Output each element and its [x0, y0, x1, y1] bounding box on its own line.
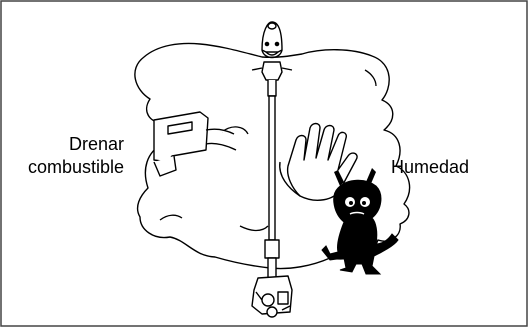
drain-fuel-label-line2: combustible [28, 158, 124, 176]
humidity-label: Humedad [391, 158, 469, 176]
drain-fuel-label-line1: Drenar [69, 135, 124, 153]
